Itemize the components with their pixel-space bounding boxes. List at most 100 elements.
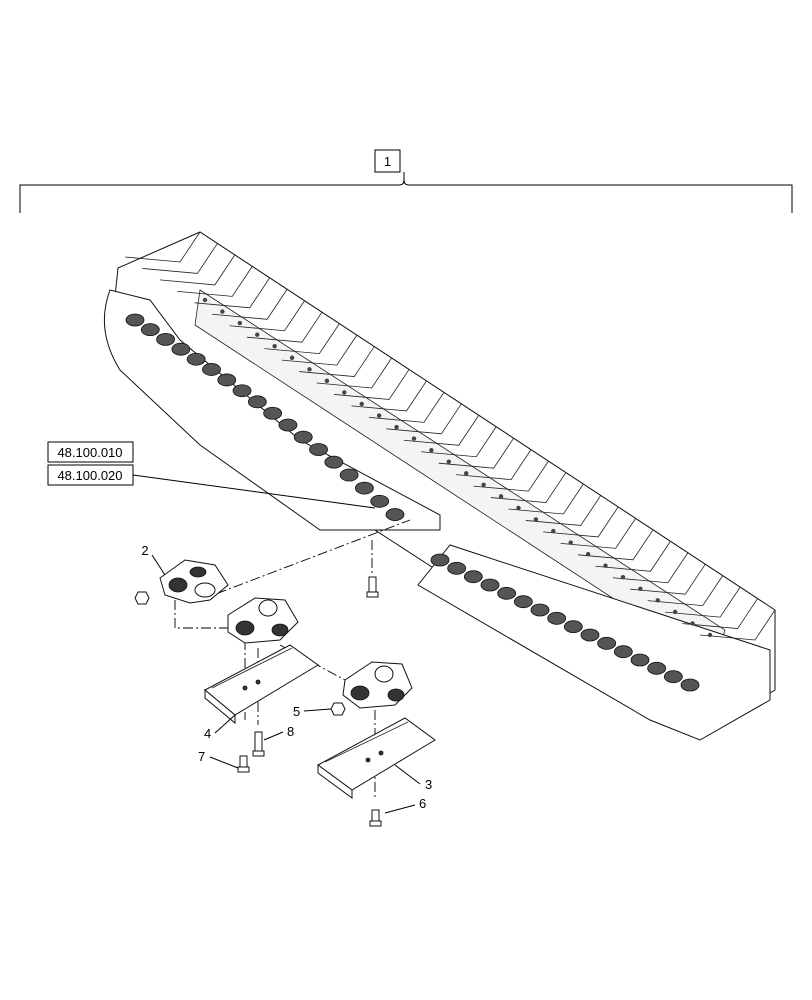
chain-link <box>580 628 600 642</box>
bolt-hole <box>620 575 626 580</box>
chain-link <box>480 578 500 592</box>
chain-link <box>497 586 517 600</box>
chain-link <box>355 481 374 495</box>
bolt-hole <box>655 598 660 603</box>
chain-link <box>171 342 191 356</box>
chain-link <box>339 468 359 482</box>
callout-6: 6 <box>419 796 426 811</box>
callout-label-1: 1 <box>384 154 391 169</box>
grouser-rib <box>490 472 567 503</box>
grouser-rib <box>682 598 758 629</box>
bolt-hole <box>464 471 469 476</box>
chain-link <box>613 645 633 659</box>
callout-3: 3 <box>425 777 432 792</box>
grouser-rib <box>560 518 636 549</box>
grouser-rib <box>647 575 724 607</box>
chain-link <box>247 395 267 409</box>
ref-box-1 <box>47 441 134 463</box>
bolt-hole <box>255 332 260 337</box>
track-link-right <box>342 661 413 709</box>
bolt-hole <box>672 609 678 615</box>
callout-2: 2 <box>141 543 148 558</box>
grouser-rib <box>212 289 288 320</box>
shoe-bolt-icon <box>237 755 250 773</box>
chain-link <box>513 595 533 609</box>
callout-leaders: 2 3 4 5 6 7 8 <box>141 543 432 814</box>
chain-link <box>447 561 467 575</box>
bolt-hole <box>707 632 713 638</box>
chain-link <box>324 455 344 469</box>
chain-link <box>547 611 567 625</box>
grouser-rib <box>281 334 358 366</box>
reference-boxes: 48.100.010 48.100.020 <box>47 441 376 509</box>
bolt-hole <box>516 505 521 511</box>
grouser-rib <box>612 552 689 584</box>
chain-link <box>309 443 328 456</box>
chain-link <box>563 620 583 634</box>
chain-link <box>232 384 252 398</box>
chain-link <box>385 508 405 521</box>
grouser-rib <box>595 541 671 572</box>
track-shoe-icon <box>204 644 319 725</box>
grouser-rib <box>159 254 236 286</box>
grouser-rib <box>543 506 619 538</box>
ref-label-2: 48.100.020 <box>57 468 122 483</box>
grouser-rib <box>438 437 514 469</box>
bolt-hole <box>342 390 347 395</box>
chain-link <box>263 406 283 420</box>
grouser-rib <box>334 369 410 400</box>
crawler-track-icon <box>103 231 776 741</box>
bolt-hole <box>568 540 573 545</box>
chain-link <box>186 352 206 366</box>
callout-4: 4 <box>204 726 211 741</box>
bolt-hole <box>603 563 608 568</box>
ref-label-1: 48.100.010 <box>57 445 122 460</box>
chain-link <box>140 323 160 337</box>
grouser-rib <box>421 426 497 458</box>
grouser-rib <box>316 357 392 389</box>
chain-link <box>463 570 483 584</box>
grouser-rib <box>351 380 427 412</box>
bolt-hole <box>446 459 451 464</box>
grouser-rib <box>508 483 584 515</box>
chain-link <box>430 553 450 567</box>
grouser-rib <box>386 403 462 435</box>
chain-link <box>597 636 617 650</box>
chain-link <box>370 494 390 508</box>
grouser-rib <box>665 586 741 618</box>
shoe-bolt-icon <box>252 731 265 757</box>
grouser-rib <box>473 460 549 492</box>
bolt-hole <box>376 413 382 418</box>
bolt-hole <box>690 621 695 626</box>
bolt-hole <box>237 320 243 326</box>
grouser-rib <box>177 266 253 297</box>
chain-link <box>293 430 313 444</box>
bolt-hole <box>498 494 504 499</box>
chain-link <box>217 373 237 387</box>
grouser-rib <box>699 609 776 641</box>
bolt-hole <box>202 297 208 303</box>
bolt-hole <box>429 447 434 453</box>
grouser-rib <box>525 495 602 526</box>
bolt-hole <box>533 517 539 522</box>
grouser-rib <box>124 231 201 263</box>
chain-link <box>630 653 650 667</box>
callout-7: 7 <box>198 749 205 764</box>
track-link-middle <box>227 597 299 644</box>
bolt-hole <box>551 528 556 534</box>
chain-link <box>202 363 221 376</box>
callout-box-1 <box>374 149 401 173</box>
grouser-rib <box>246 311 323 343</box>
grouser-rib <box>264 323 340 355</box>
chain-link <box>278 418 298 432</box>
nut-icon <box>330 702 346 716</box>
bolt-hole <box>359 401 364 407</box>
chain-link <box>125 313 145 327</box>
grouser-rib <box>577 529 654 561</box>
bolt-hole <box>272 344 277 349</box>
grouser-rib <box>142 243 218 274</box>
track-link-icon <box>159 559 229 604</box>
grouser-rib <box>229 300 305 332</box>
chain-link <box>663 670 683 684</box>
callout-5: 5 <box>293 704 300 719</box>
